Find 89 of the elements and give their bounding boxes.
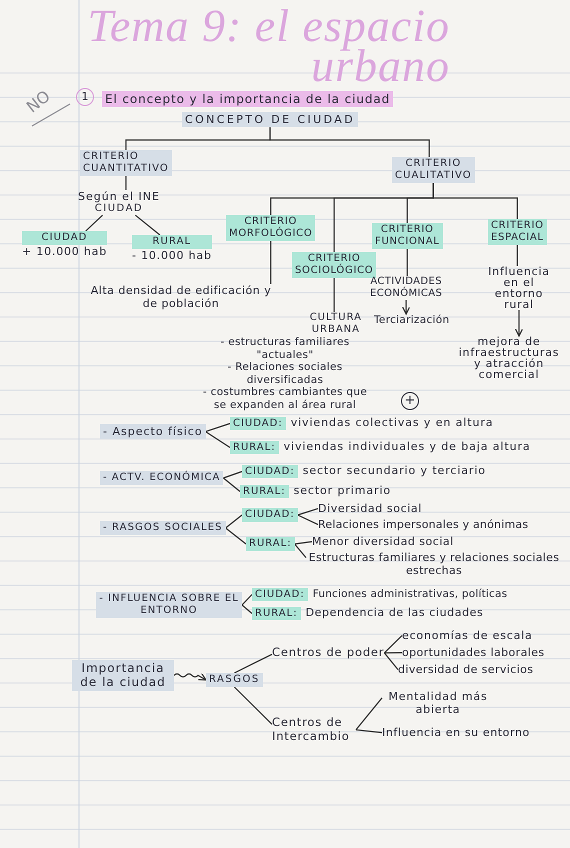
population-threshold: - 10.000 hab: [132, 249, 212, 262]
criterion-heading: CRITERIO MORFOLÓGICO: [226, 215, 316, 241]
description-text: sector secundario y terciario: [302, 464, 486, 477]
category-label: ACTIVIDADES ECONÓMICAS: [370, 276, 442, 300]
concept-heading: CONCEPTO DE CIUDAD: [182, 112, 358, 128]
description-text: oportunidades laborales: [402, 646, 545, 660]
category-label: CIUDAD:: [230, 417, 286, 430]
connector-line: [384, 652, 398, 670]
connector-line: [384, 652, 402, 654]
result-text: Terciarización: [374, 314, 450, 327]
aspect-heading: - ACTV. ECONÓMICA: [100, 471, 224, 485]
description-text: viviendas colectivas y en altura: [290, 416, 494, 429]
section-heading: El concepto y la importancia de la ciudad: [102, 91, 394, 108]
category-label: RURAL:: [240, 485, 289, 498]
description-text: Mentalidad más abierta: [382, 690, 494, 716]
result-text: mejora de infraestructuras y atracción comercial: [456, 336, 562, 380]
connector-line: [432, 183, 518, 219]
description-text: Dependencia de las ciudades: [306, 606, 484, 619]
connector-line: [223, 478, 240, 492]
category-label: RURAL: [132, 235, 212, 249]
connector-line: [225, 528, 246, 544]
connector-line: [516, 245, 518, 266]
category-label: RURAL:: [252, 607, 301, 620]
description-text: Funciones administrativas, políticas: [312, 588, 508, 600]
description-text: economías de escala: [402, 629, 533, 642]
description-text: diversidad de servicios: [398, 663, 534, 676]
connector-line: [234, 654, 272, 674]
category-label: CIUDAD:: [242, 465, 298, 478]
criterion-heading: CRITERIO ESPACIAL: [488, 219, 547, 245]
plus-sign: +: [401, 392, 419, 410]
source-note: Según el INE: [78, 190, 160, 204]
connector-line: [384, 635, 402, 654]
aspect-heading: - RASGOS SOCIALES: [100, 521, 226, 535]
connector-line: [334, 278, 335, 312]
criterion-heading: CRITERIO CUALITATIVO: [392, 157, 475, 183]
connector-line: [356, 729, 382, 734]
connector-line: [294, 541, 312, 545]
category-label: CIUDAD: [94, 203, 144, 216]
arrow: [174, 672, 207, 681]
topic-heading: RASGOS: [206, 673, 263, 687]
aspect-heading: - INFLUENCIA SOBRE EL ENTORNO: [96, 592, 242, 618]
connector-line: [234, 686, 272, 725]
description-text: Relaciones impersonales y anónimas: [318, 518, 528, 532]
connector-line: [406, 249, 408, 276]
feature-text: Centros de poder: [272, 646, 384, 660]
description-text: Influencia en su entorno: [382, 726, 530, 740]
connector-line: [242, 594, 252, 606]
category-label: CIUDAD: [22, 231, 107, 245]
category-label: CIUDAD:: [252, 588, 308, 601]
connector-line: [270, 241, 272, 284]
connector-line: [297, 514, 318, 526]
connector-line: [134, 214, 160, 236]
description-text: sector primario: [294, 484, 392, 497]
arrow: [514, 310, 524, 337]
category-label: RURAL:: [230, 441, 279, 454]
description-text: Estructuras familiares y relaciones sociales estrechas: [306, 551, 562, 578]
connector-line: [294, 544, 306, 558]
connector-line: [356, 698, 382, 730]
page-title: Tema 9: el espacio urbano: [86, 6, 450, 86]
feature-text: Centros de Intercambio: [272, 716, 356, 744]
category-label: CULTURA URBANA: [310, 312, 362, 336]
connector-line: [242, 604, 252, 614]
topic-heading: Importancia de la ciudad: [72, 660, 174, 691]
category-label: RURAL:: [246, 537, 295, 551]
description-text: Alta densidad de edificación y de población: [88, 284, 274, 310]
description-text: Influencia en el entorno rural: [484, 266, 554, 310]
connector-line: [225, 514, 242, 528]
population-threshold: + 10.000 hab: [22, 245, 107, 258]
connector-line: [205, 422, 230, 432]
criterion-heading: CRITERIO FUNCIONAL: [372, 223, 443, 249]
connector-line: [298, 508, 318, 516]
list-item: - costumbres cambiantes que se expanden al área rural: [202, 386, 368, 412]
list-item: - estructuras familiares "actuales": [219, 336, 350, 362]
description-text: viviendas individuales y de baja altura: [284, 440, 531, 453]
section-number: 1: [76, 88, 94, 106]
margin-note: NO: [22, 86, 54, 117]
connector-line: [125, 176, 127, 190]
connector-line: [205, 431, 230, 448]
description-text: Diversidad social: [318, 502, 422, 516]
list-item: - Relaciones sociales diversificadas: [226, 361, 344, 386]
connector-line: [85, 214, 103, 232]
criterion-heading: CRITERIO CUANTITATIVO: [80, 150, 172, 176]
connector-line: [223, 470, 242, 479]
arrow: [402, 300, 410, 315]
criterion-heading: CRITERIO SOCIOLÓGICO: [292, 252, 376, 278]
category-label: CIUDAD:: [242, 508, 298, 522]
description-text: Menor diversidad social: [312, 535, 454, 548]
connector-line: [269, 127, 430, 157]
aspect-heading: - Aspecto físico: [100, 424, 206, 440]
